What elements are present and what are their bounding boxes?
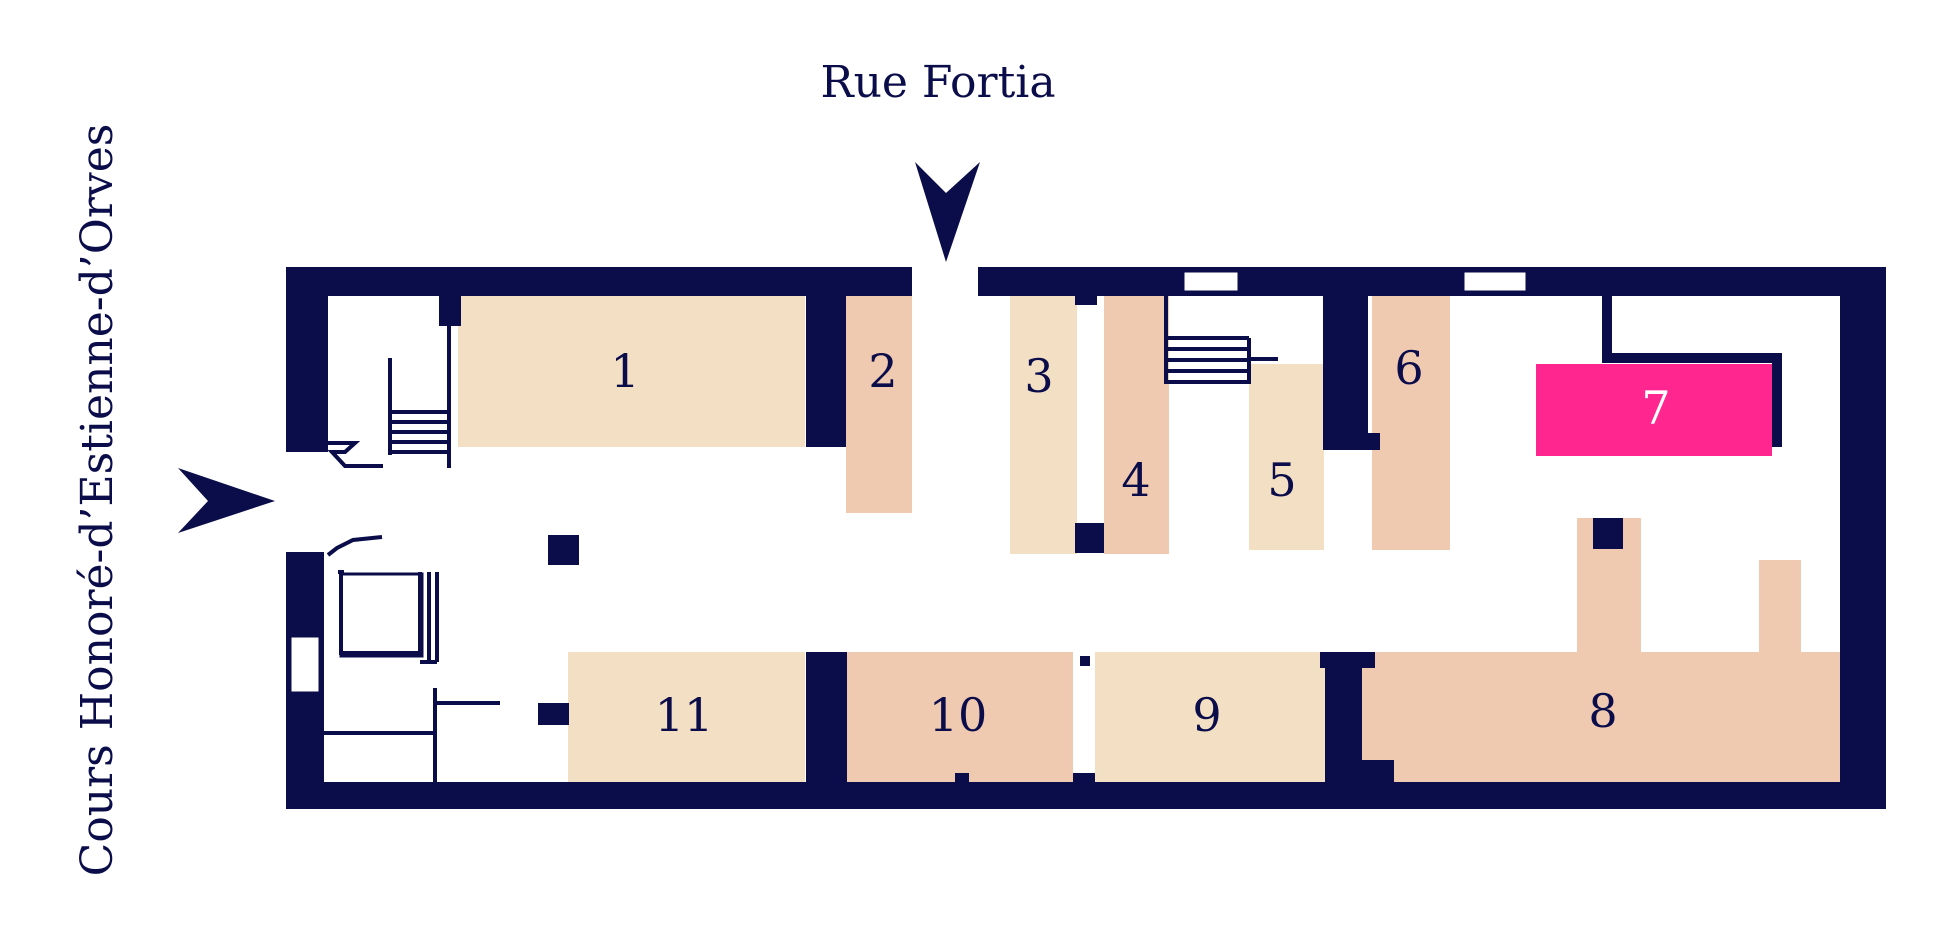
room-9[interactable] — [1095, 652, 1325, 782]
room-label-7: 7 — [1641, 381, 1670, 435]
entrance-arrow-right-icon — [178, 468, 275, 533]
room-label-5: 5 — [1267, 453, 1296, 507]
street-label-cours-honore: Cours Honoré-d’Estienne-d’Orves — [72, 124, 123, 877]
room-1[interactable] — [458, 295, 805, 447]
room-11[interactable] — [568, 652, 805, 782]
room-4[interactable] — [1104, 295, 1169, 554]
room-7[interactable] — [1536, 364, 1772, 456]
room-label-8: 8 — [1588, 684, 1617, 738]
room-labels: 1 2 3 4 5 6 7 8 9 10 11 — [610, 341, 1670, 742]
room-label-1: 1 — [610, 344, 639, 398]
windows — [288, 269, 1529, 695]
room-label-3: 3 — [1024, 349, 1053, 403]
room-5[interactable] — [1249, 364, 1324, 550]
room-label-10: 10 — [929, 688, 988, 742]
street-label-rue-fortia: Rue Fortia — [820, 57, 1055, 108]
room-3[interactable] — [1010, 295, 1077, 554]
entrance-arrow-down-icon — [915, 162, 980, 262]
interior-lines — [324, 296, 1278, 782]
room-2[interactable] — [846, 295, 912, 513]
room-6[interactable] — [1372, 295, 1450, 550]
room-10[interactable] — [847, 652, 1073, 782]
room-label-9: 9 — [1192, 688, 1221, 742]
room-8[interactable] — [1362, 518, 1840, 782]
walls — [286, 267, 1886, 809]
room-label-2: 2 — [868, 344, 897, 398]
room-label-11: 11 — [655, 688, 714, 742]
room-label-6: 6 — [1394, 341, 1423, 395]
rooms — [458, 295, 1840, 782]
room-label-4: 4 — [1121, 453, 1150, 507]
